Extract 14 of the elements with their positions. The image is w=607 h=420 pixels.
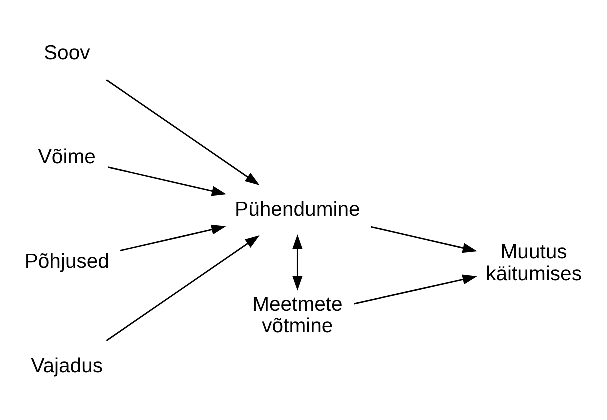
arrow [106,235,260,341]
arrow [106,79,260,185]
node-text: Vajadus [31,354,104,377]
node-text: Võime [38,146,96,168]
node-text: Pühendumine [235,198,360,220]
node-text: Põhjused [24,250,110,273]
arrow [370,226,478,253]
node-text: Muutus käitumises [486,241,582,285]
node-text: Meetmete võtmine [252,293,343,338]
arrow [354,274,478,304]
node-text: Soov [44,42,90,64]
arrow [120,224,226,252]
arrow [108,166,227,196]
arrow [292,234,303,290]
